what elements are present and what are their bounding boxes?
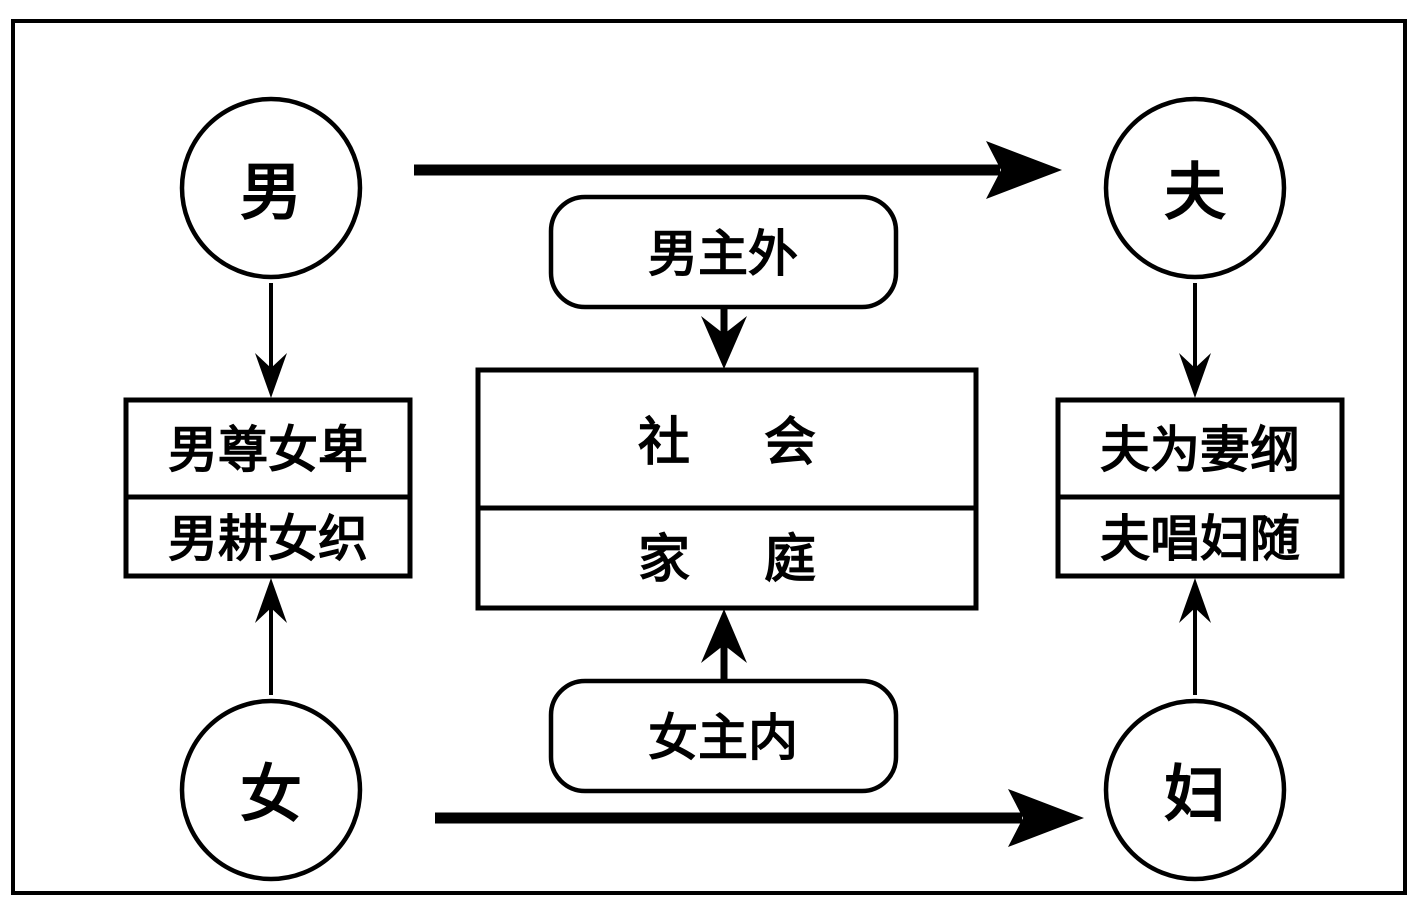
- node-female-circle[interactable]: 女: [179, 698, 363, 882]
- male-outside-pill-shape: [548, 194, 899, 310]
- arrow-husband-to-right-box: [1179, 283, 1211, 398]
- center-box-shape: [475, 367, 979, 611]
- left-box-shape: [123, 397, 413, 579]
- arrow-male-outside-to-center: [701, 307, 747, 369]
- right-box-row-2: 夫唱妇随: [1100, 510, 1300, 568]
- husband-circle-shape: [1103, 96, 1287, 280]
- node-male-outside-pill[interactable]: 男主外: [548, 194, 899, 310]
- left-box-row-2: 男耕女织: [168, 510, 368, 568]
- arrow-female-to-left-box: [255, 578, 287, 695]
- node-female-inside-pill[interactable]: 女主内: [548, 678, 899, 794]
- female-inside-pill-shape: [548, 678, 899, 794]
- right-box-shape: [1055, 397, 1345, 579]
- female-circle-label: 女: [240, 758, 302, 831]
- node-right-box[interactable]: 夫为妻纲 夫唱妇随: [1055, 397, 1345, 579]
- female-inside-pill-label: 女主内: [648, 709, 798, 767]
- node-wife-circle[interactable]: 妇: [1103, 698, 1287, 882]
- arrow-wife-to-right-box: [1179, 578, 1211, 695]
- female-circle-shape: [179, 698, 363, 882]
- wife-circle-shape: [1103, 698, 1287, 882]
- wife-circle-label: 妇: [1164, 758, 1226, 831]
- right-box-row-1: 夫为妻纲: [1100, 421, 1300, 479]
- center-box-row-family: 家 庭: [638, 530, 844, 590]
- arrow-male-to-husband: [414, 141, 1062, 199]
- arrow-female-to-wife: [435, 789, 1084, 847]
- male-outside-pill-label: 男主外: [648, 225, 798, 283]
- arrow-male-to-left-box: [255, 283, 287, 398]
- node-center-box[interactable]: 社 会 家 庭: [475, 367, 979, 611]
- arrow-female-inside-to-center: [701, 609, 747, 681]
- left-box-row-1: 男尊女卑: [168, 421, 368, 479]
- node-left-box[interactable]: 男尊女卑 男耕女织: [123, 397, 413, 579]
- center-box-row-society: 社 会: [638, 413, 844, 473]
- husband-circle-label: 夫: [1164, 156, 1227, 229]
- node-male-circle[interactable]: 男: [179, 96, 363, 280]
- male-circle-label: 男: [240, 156, 302, 229]
- node-husband-circle[interactable]: 夫: [1103, 96, 1287, 280]
- male-circle-shape: [179, 96, 363, 280]
